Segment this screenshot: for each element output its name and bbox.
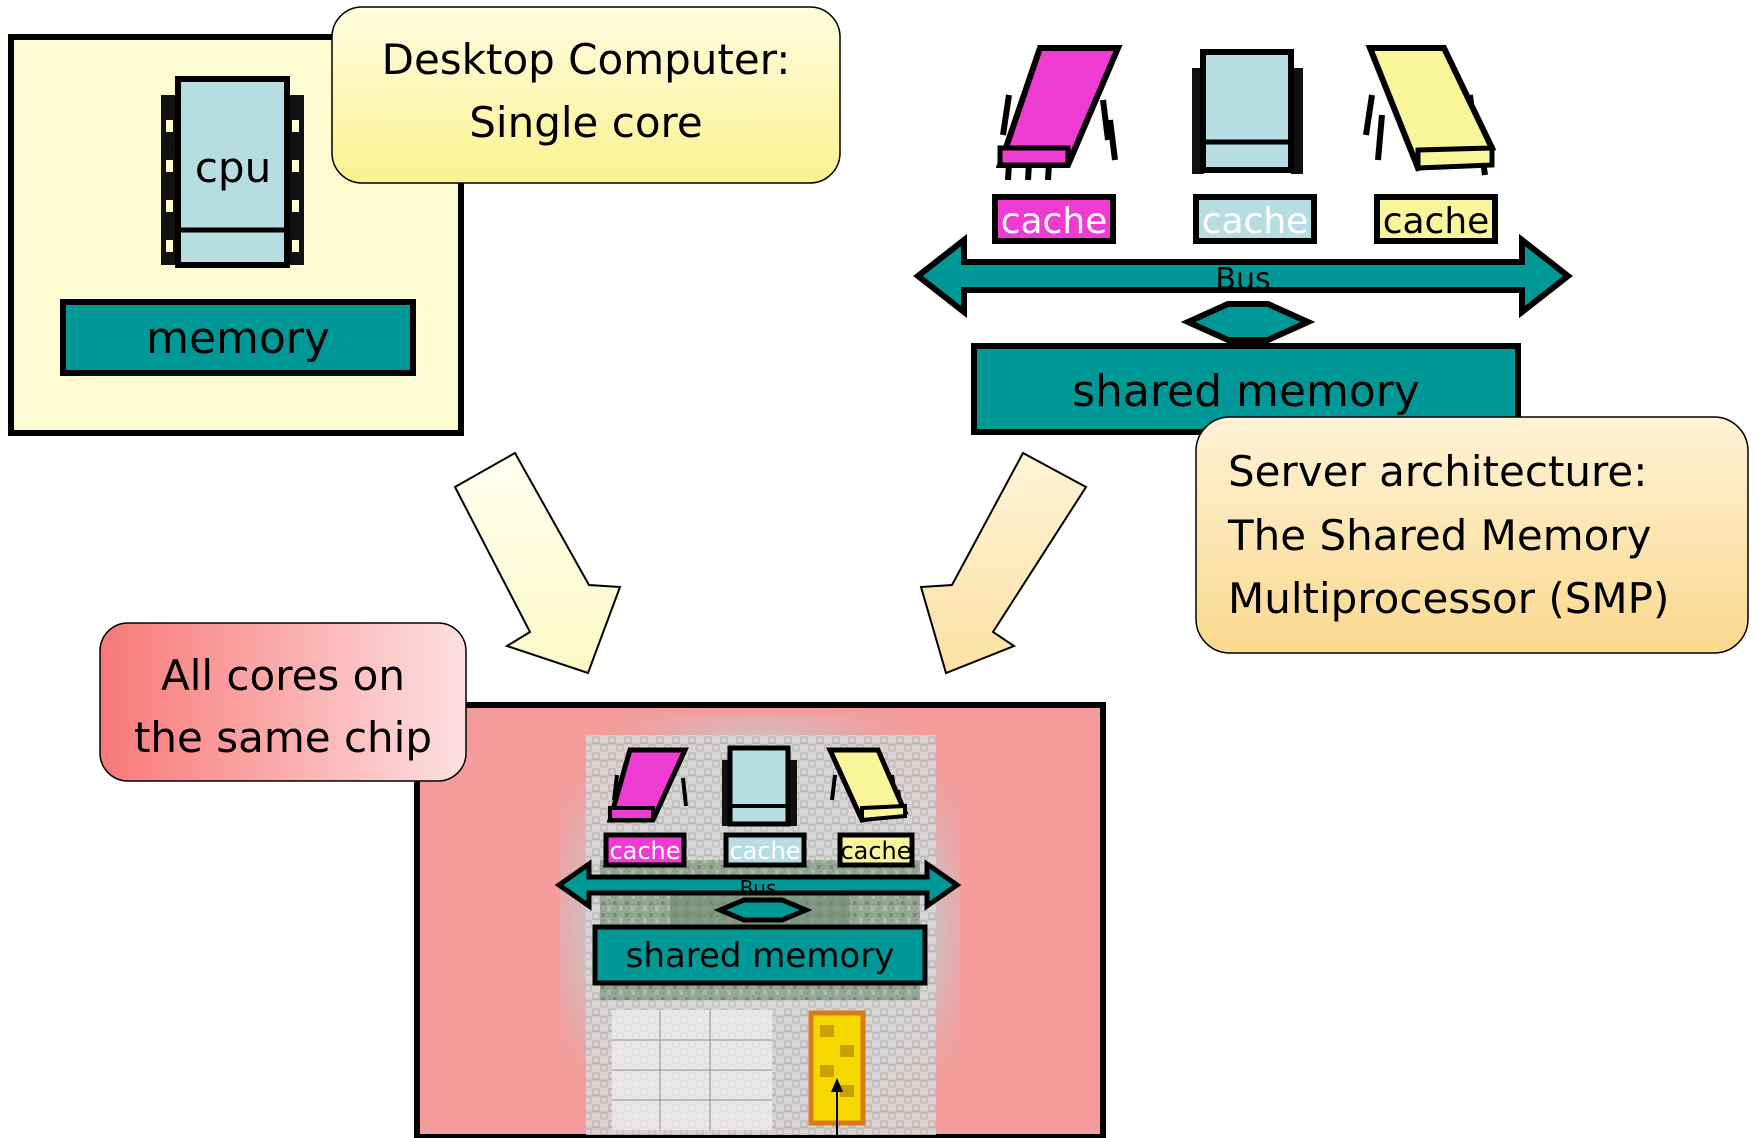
chip-memory-box — [592, 924, 928, 986]
server-core-blue-icon — [1192, 49, 1303, 174]
chip-bus-label: Bus — [740, 876, 777, 900]
server-bus-label: Bus — [1215, 262, 1270, 297]
server-cache-2 — [1193, 194, 1317, 244]
desktop-callout-line-2: Single core — [469, 98, 702, 147]
server-cache-1-label: cache — [1001, 201, 1108, 242]
cpu-chip-icon — [161, 76, 304, 268]
chip-panel: cache cache cache Bus shared memory — [414, 702, 1106, 1138]
server-core-yellow-icon — [1363, 45, 1497, 176]
server-panel: cache cache cache Bus shared memory — [913, 45, 1573, 435]
chip-cache-2 — [723, 832, 807, 868]
cpu-label: cpu — [195, 143, 271, 192]
chip-cache-1-label: cache — [609, 837, 680, 865]
server-to-chip-arrow-icon — [919, 451, 1088, 675]
chip-core-blue-icon — [722, 745, 797, 827]
server-bus-connector — [1180, 301, 1316, 343]
chip-memory-label: shared memory — [626, 936, 895, 976]
chip-bus-arrow — [554, 859, 962, 911]
server-cache-1 — [992, 194, 1116, 244]
desktop-memory-label: memory — [146, 313, 330, 364]
chip-cache-1 — [603, 832, 687, 868]
chip-cache-2-label: cache — [729, 837, 800, 865]
server-callout-line-2: The Shared Memory — [1227, 511, 1652, 560]
desktop-to-chip-arrow-icon — [453, 451, 622, 675]
server-cache-3-label: cache — [1383, 201, 1490, 242]
server-bus-arrow — [913, 233, 1573, 319]
desktop-callout-line-1: Desktop Computer: — [382, 35, 791, 84]
desktop-callout: Desktop Computer: Single core — [331, 6, 841, 184]
server-callout-line-3: Multiprocessor (SMP) — [1228, 574, 1669, 623]
server-core-magenta-icon — [995, 45, 1123, 181]
server-memory-label: shared memory — [1072, 366, 1420, 417]
server-cache-2-label: cache — [1202, 201, 1309, 242]
highlighted-core-icon — [808, 1010, 866, 1137]
chip-bus-connector — [713, 897, 813, 923]
chip-callout-line-2: the same chip — [134, 713, 432, 762]
chip-cache-3 — [837, 832, 915, 868]
server-callout: Server architecture: The Shared Memory M… — [1195, 416, 1749, 654]
server-cache-3 — [1374, 194, 1498, 244]
chip-cache-3-label: cache — [840, 837, 911, 865]
chip-callout: All cores on the same chip — [99, 622, 467, 782]
desktop-memory-box — [60, 299, 416, 376]
chip-core-magenta-icon — [606, 747, 689, 823]
chip-callout-line-1: All cores on — [161, 651, 405, 700]
server-callout-line-1: Server architecture: — [1228, 447, 1647, 496]
chip-core-yellow-icon — [826, 747, 909, 823]
